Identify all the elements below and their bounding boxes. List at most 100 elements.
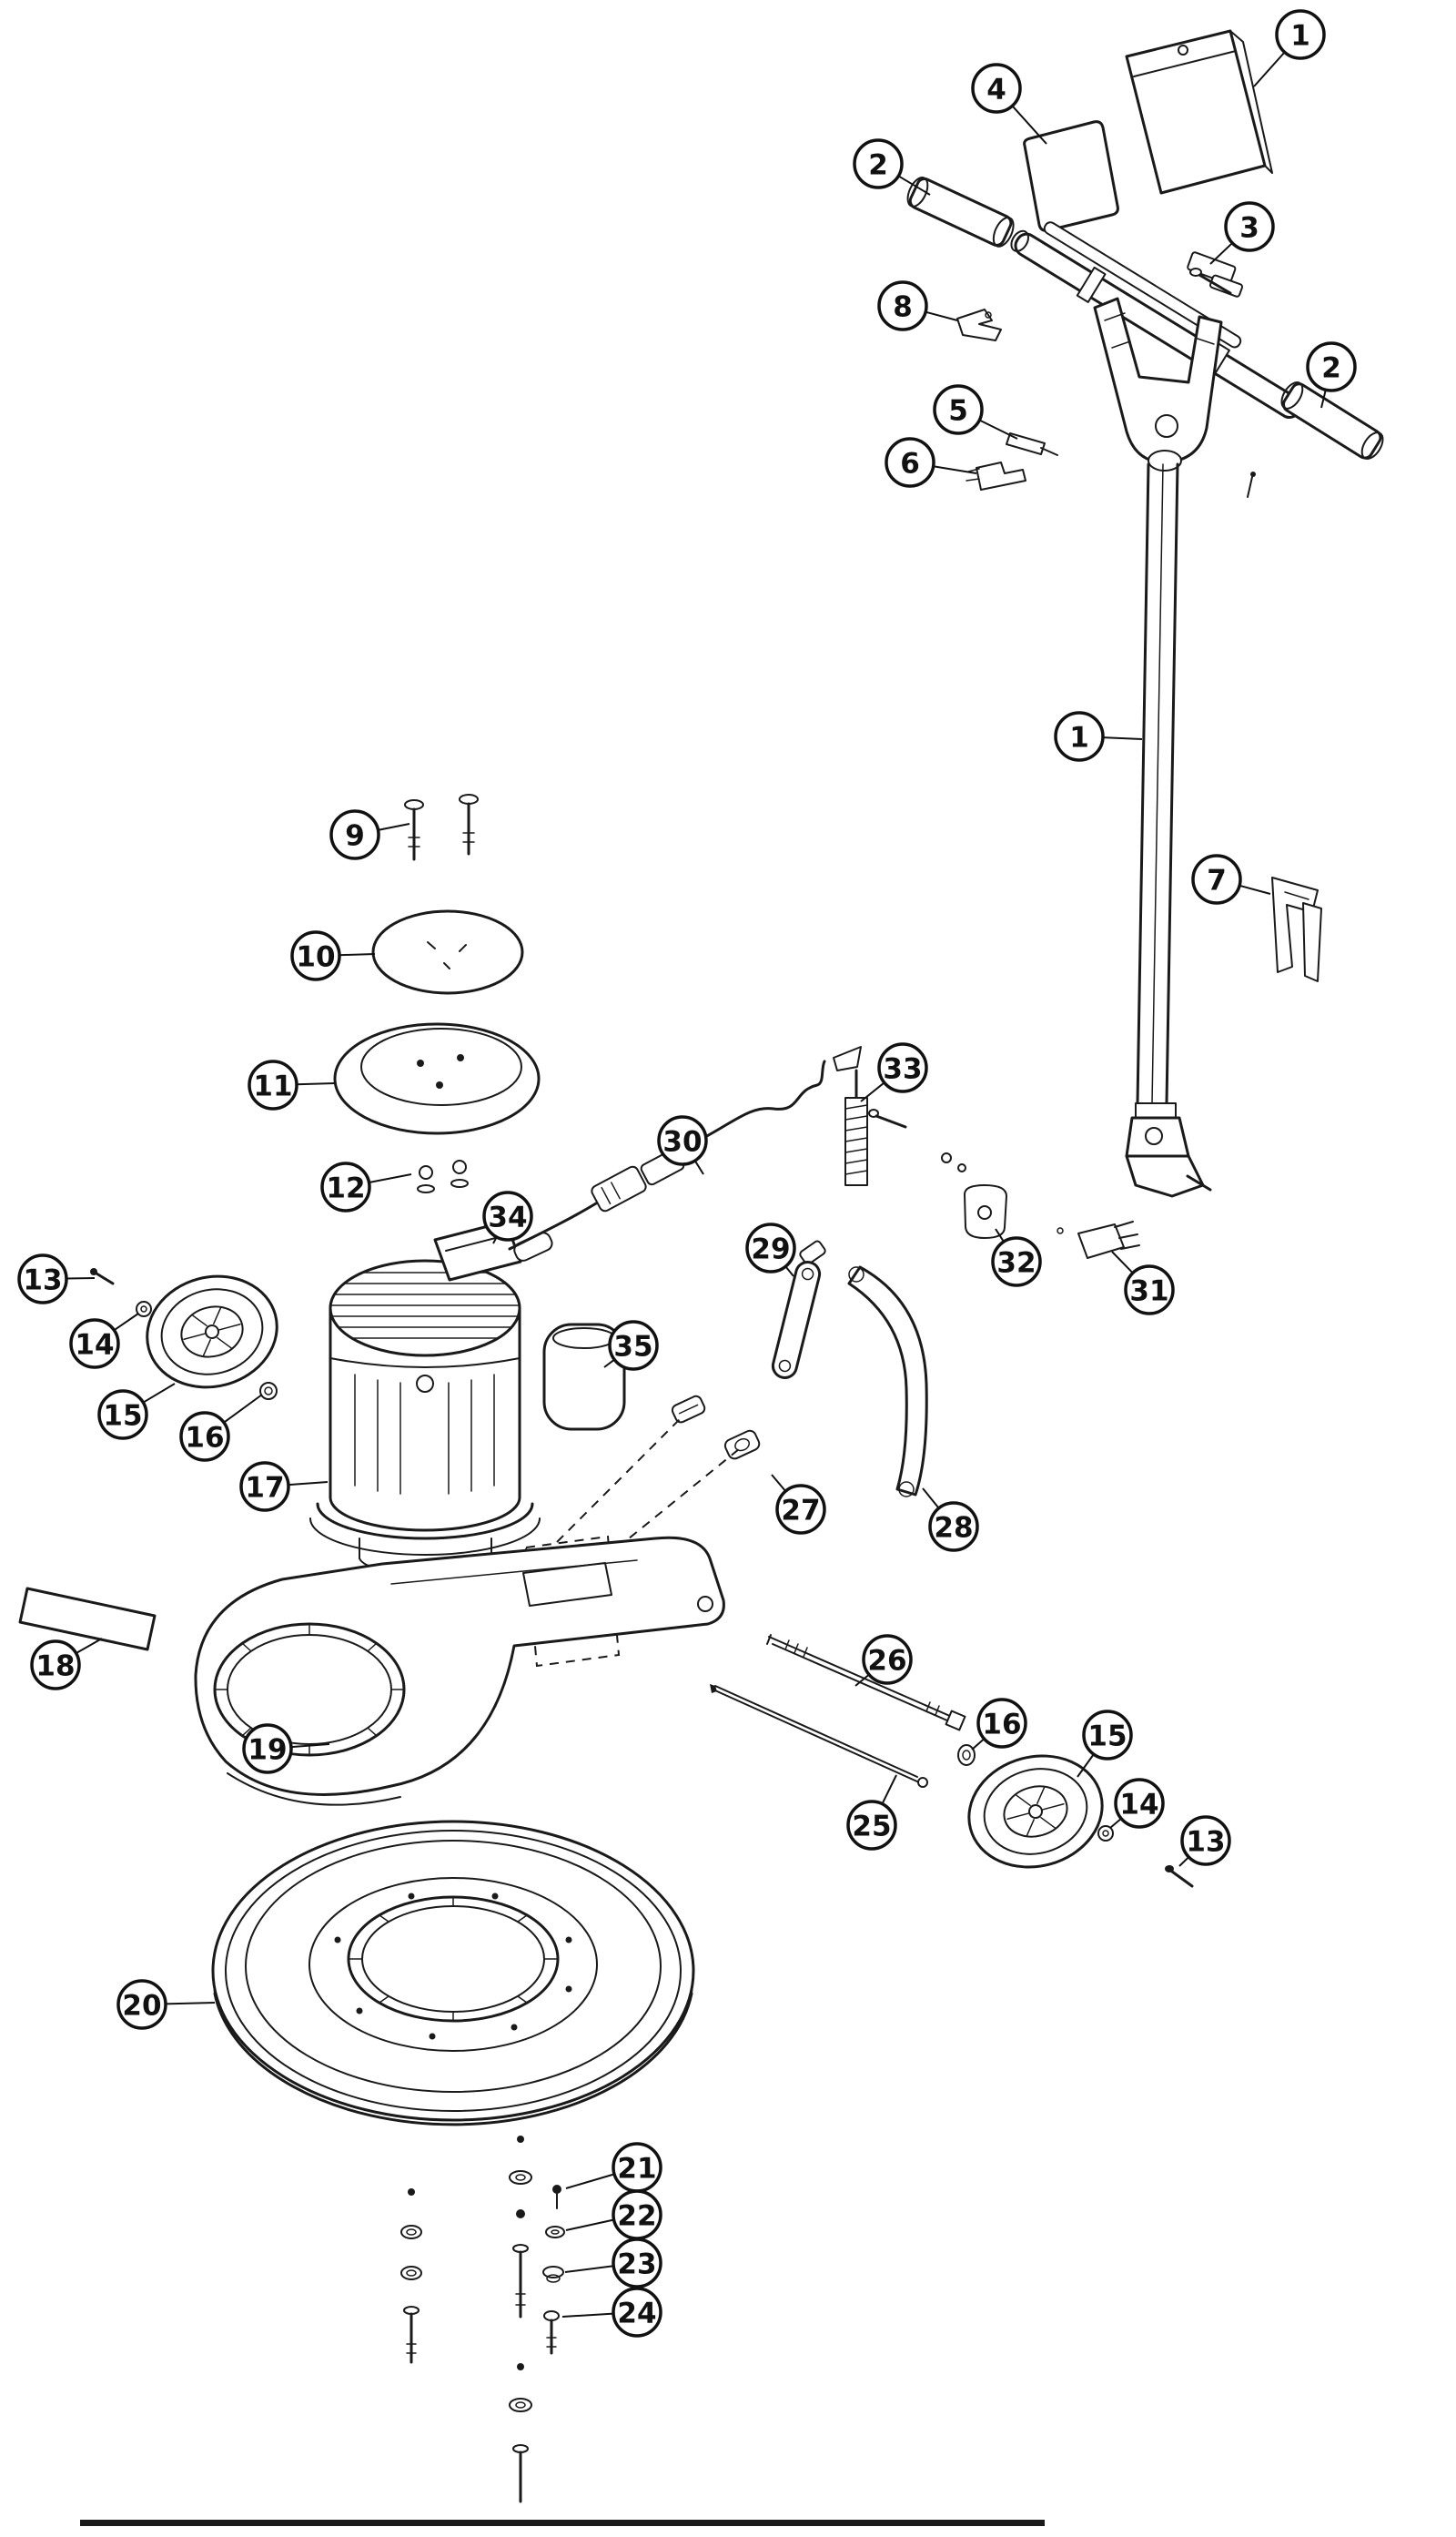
- callout-number: 19: [248, 1734, 287, 1767]
- callout-number: 24: [617, 2298, 656, 2330]
- callout-leader-line: [854, 1673, 870, 1687]
- callout-leader-line: [66, 1277, 96, 1280]
- callout-number: 31: [1129, 1275, 1168, 1308]
- callout-25: 25: [846, 1774, 897, 1851]
- callout-circle: [775, 1484, 826, 1535]
- callout-leader-line: [339, 953, 376, 957]
- callout-leader-line: [223, 1394, 263, 1424]
- callout-33: 33: [860, 1042, 928, 1102]
- callout-27: 27: [771, 1474, 826, 1535]
- callout-number: 1: [1290, 20, 1310, 53]
- fastener-column-left: [400, 2188, 422, 2364]
- mounting-screws: [404, 794, 479, 861]
- callout-number: 28: [934, 1512, 973, 1545]
- callout-circle: [179, 1411, 230, 1462]
- callout-16: 16: [971, 1698, 1027, 1751]
- callout-35: 35: [603, 1320, 659, 1371]
- callout-26: 26: [854, 1634, 913, 1687]
- callout-leader-line: [1239, 884, 1271, 895]
- callout-leader-line: [995, 1228, 1005, 1243]
- callout-leader-line: [1209, 242, 1233, 265]
- callout-31: 31: [1111, 1251, 1175, 1315]
- callout-29: 29: [745, 1223, 796, 1277]
- callout-circle: [1275, 9, 1326, 60]
- trigger-lever: [956, 309, 1002, 341]
- motor-cushion: [333, 1022, 541, 1135]
- rod-26: [766, 1634, 966, 1731]
- callout-number: 34: [488, 1202, 527, 1234]
- callout-8: 8: [877, 280, 958, 331]
- callout-leader-line: [860, 1081, 885, 1102]
- callout-number: 8: [893, 291, 913, 324]
- cable-clamp: [1187, 251, 1244, 298]
- callout-leader-line: [369, 1173, 412, 1184]
- callout-12: 12: [320, 1162, 412, 1213]
- callout-circle: [976, 1698, 1027, 1749]
- grip-right: [1280, 381, 1384, 460]
- callout-number: 21: [617, 2153, 656, 2186]
- callout-leader-line: [978, 419, 1018, 440]
- callout-leader-line: [288, 1481, 329, 1487]
- spring-pin: [833, 1046, 907, 1186]
- callout-3: 3: [1209, 201, 1275, 265]
- callout-leader-line: [771, 1474, 787, 1492]
- callout-number: 16: [185, 1422, 224, 1455]
- callout-number: 13: [23, 1264, 62, 1297]
- callout-23: 23: [564, 2238, 662, 2288]
- callout-circle: [17, 1253, 68, 1304]
- callout-circle: [1054, 711, 1105, 762]
- wheel-nut-left: [259, 1382, 278, 1400]
- callout-leader-line: [561, 2312, 614, 2318]
- callout-20: 20: [116, 1979, 216, 2030]
- clamp-32: [941, 1152, 1007, 1239]
- yoke: [1093, 297, 1223, 472]
- callout-circle: [862, 1634, 913, 1685]
- cord-hook: [1271, 877, 1322, 982]
- callout-circle: [239, 1461, 290, 1512]
- bracket-6: [966, 462, 1026, 491]
- callout-9: 9: [329, 809, 410, 860]
- callout-28: 28: [922, 1487, 979, 1552]
- washer-14-right: [1097, 1825, 1114, 1842]
- motor-cover-disc: [371, 909, 524, 995]
- callout-circle: [482, 1191, 533, 1242]
- callout-circle: [1191, 854, 1242, 905]
- callout-circle: [928, 1501, 979, 1552]
- callout-circle: [991, 1236, 1042, 1287]
- callout-10: 10: [290, 930, 376, 981]
- callout-number: 2: [1321, 352, 1341, 385]
- callout-leader-line: [1178, 1856, 1189, 1867]
- callout-2: 2: [853, 138, 931, 196]
- callout-leader-line: [290, 1743, 330, 1749]
- callout-circle: [853, 138, 904, 189]
- callout-circle: [745, 1223, 796, 1274]
- callout-1: 1: [1054, 711, 1143, 762]
- callout-number: 22: [617, 2200, 656, 2233]
- assembly-dashed-guides: [524, 1416, 740, 1668]
- callout-leader-line: [933, 465, 977, 474]
- callout-number: 14: [75, 1329, 114, 1362]
- callout-7: 7: [1191, 854, 1271, 905]
- callout-circle: [1224, 201, 1275, 252]
- label-plate: [18, 1587, 157, 1651]
- screw-13-right: [1165, 1865, 1194, 1888]
- callout-2: 2: [1306, 341, 1357, 409]
- callout-number: 9: [345, 820, 365, 853]
- callout-circle: [877, 1042, 928, 1093]
- terminal-31: [1057, 1221, 1140, 1259]
- callout-number: 7: [1207, 865, 1227, 898]
- callout-circle: [320, 1162, 371, 1213]
- grip-left: [906, 177, 1015, 248]
- brush-ring: [211, 1820, 695, 2126]
- callout-circle: [329, 809, 380, 860]
- callout-circle: [30, 1639, 81, 1690]
- callout-circle: [657, 1115, 708, 1166]
- washer-16-right: [957, 1744, 976, 1766]
- cover-bolts: [417, 1160, 469, 1193]
- callout-number: 25: [852, 1811, 891, 1843]
- callout-leader-line: [565, 2218, 614, 2231]
- callout-number: 13: [1186, 1826, 1225, 1859]
- callout-number: 15: [103, 1400, 142, 1433]
